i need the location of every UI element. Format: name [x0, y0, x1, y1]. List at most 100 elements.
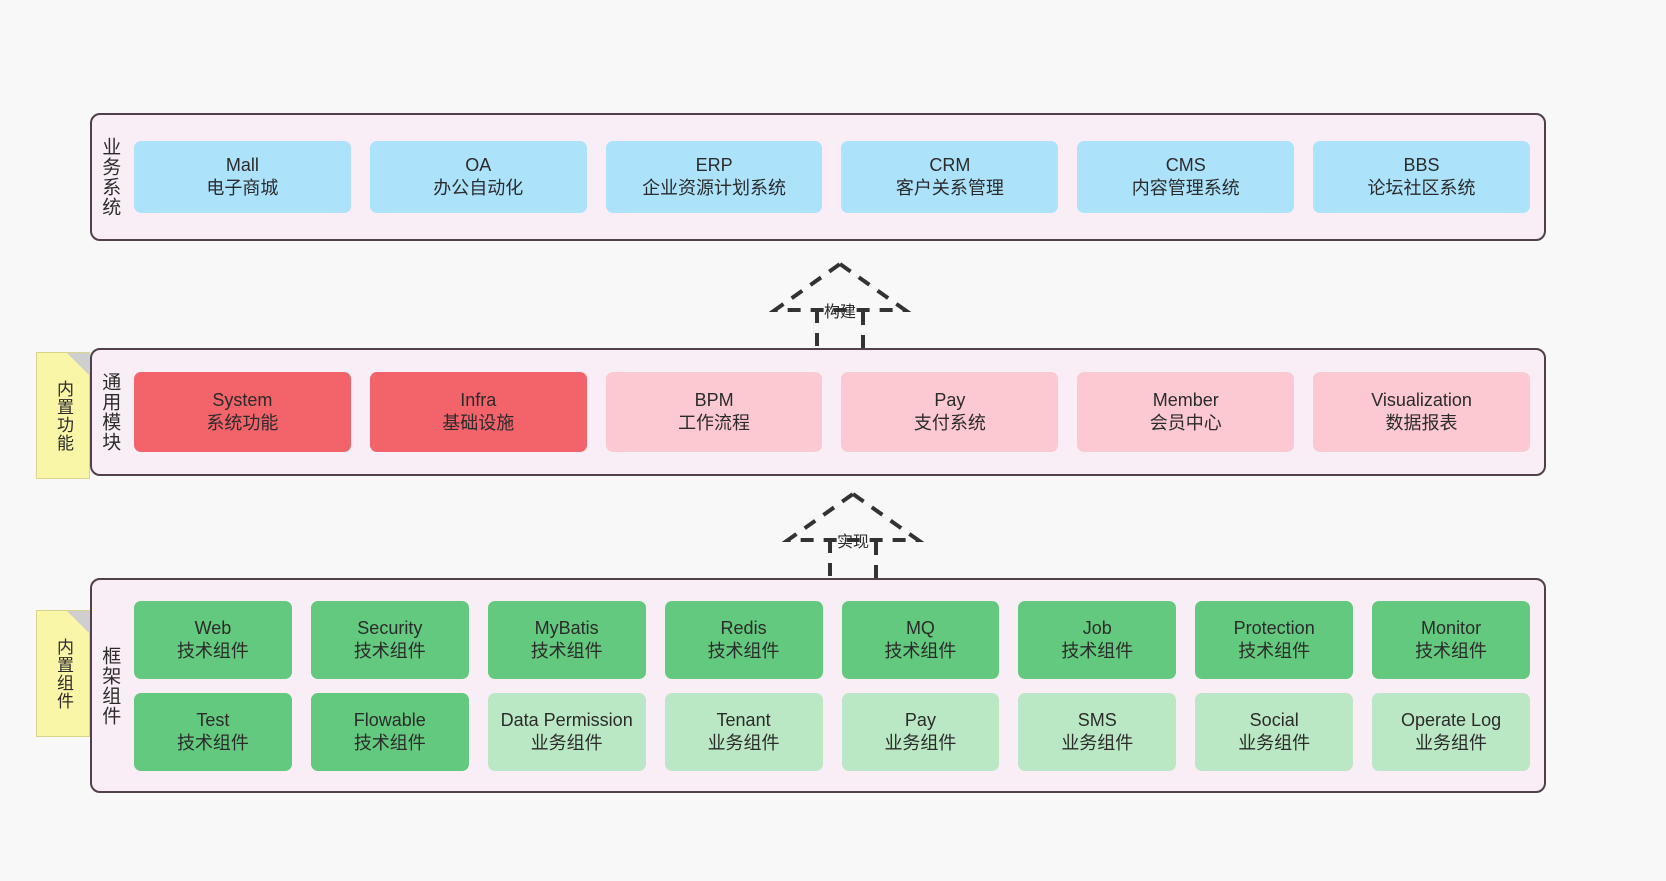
card-subtitle: 论坛社区系统: [1367, 178, 1476, 198]
card-title: SMS: [1077, 709, 1117, 730]
card-title: Social: [1249, 709, 1299, 730]
card-title: Pay: [904, 709, 936, 730]
card-subtitle: 基础设施: [442, 413, 515, 433]
card-title: Operate Log: [1401, 709, 1502, 730]
card-monitor[interactable]: Monitor 技术组件: [1372, 600, 1530, 679]
card-subtitle: 业务组件: [884, 732, 957, 753]
card-system[interactable]: System 系统功能: [134, 372, 351, 452]
card-web[interactable]: Web 技术组件: [134, 600, 292, 679]
card-title: CMS: [1165, 155, 1206, 176]
card-subtitle: 数据报表: [1385, 413, 1458, 433]
card-subtitle: 系统功能: [206, 413, 279, 433]
layer-row: Web 技术组件 Security 技术组件 MyBatis 技术组件 Redi…: [134, 600, 1530, 679]
card-title: Visualization: [1371, 390, 1472, 411]
card-cms[interactable]: CMS 内容管理系统: [1077, 141, 1295, 213]
card-mybatis[interactable]: MyBatis 技术组件: [487, 600, 646, 679]
card-title: Infra: [460, 390, 497, 411]
card-subtitle: 业务组件: [1238, 732, 1311, 753]
card-subtitle: 技术组件: [1238, 640, 1311, 661]
card-title: Monitor: [1421, 617, 1482, 638]
layer-body-business-systems: Mall 电子商城 OA 办公自动化 ERP 企业资源计划系统 CRM 客户关系…: [126, 115, 1544, 239]
card-crm[interactable]: CRM 客户关系管理: [841, 141, 1059, 213]
card-pay-business[interactable]: Pay 业务组件: [841, 692, 1000, 771]
card-subtitle: 业务组件: [707, 732, 780, 753]
card-subtitle: 技术组件: [176, 640, 249, 661]
card-title: Member: [1152, 390, 1219, 411]
card-subtitle: 技术组件: [176, 732, 249, 753]
card-visualization[interactable]: Visualization 数据报表: [1313, 372, 1530, 452]
layer-row: Test 技术组件 Flowable 技术组件 Data Permission …: [134, 692, 1530, 771]
card-title: Test: [196, 709, 230, 730]
card-subtitle: 内容管理系统: [1131, 178, 1240, 198]
card-subtitle: 技术组件: [530, 640, 603, 661]
card-subtitle: 办公自动化: [433, 178, 524, 198]
card-title: ERP: [695, 155, 733, 176]
card-title: BPM: [694, 390, 734, 411]
card-erp[interactable]: ERP 企业资源计划系统: [605, 141, 823, 213]
card-title: Pay: [934, 390, 966, 411]
connector-build-generalization-icon: 构建: [755, 258, 925, 356]
card-title: System: [212, 390, 273, 411]
card-member[interactable]: Member 会员中心: [1077, 372, 1295, 452]
card-redis[interactable]: Redis 技术组件: [664, 600, 823, 679]
card-data-permission[interactable]: Data Permission 业务组件: [487, 692, 646, 771]
card-title: CRM: [929, 155, 971, 176]
note-builtin-component: 内置组件: [36, 610, 90, 737]
card-subtitle: 业务组件: [530, 732, 603, 753]
card-operate-log[interactable]: Operate Log 业务组件: [1372, 692, 1530, 771]
card-title: OA: [465, 155, 492, 176]
card-subtitle: 技术组件: [884, 640, 957, 661]
layer-title-framework-components: 框架组件: [99, 645, 121, 726]
card-title: Web: [194, 617, 232, 638]
layer-business-systems: 业务系统 Mall 电子商城 OA 办公自动化 ERP 企业资源计划系统 CRM…: [90, 113, 1546, 241]
layer-common-modules: 通用模块 System 系统功能 Infra 基础设施 BPM 工作流程 Pay…: [90, 348, 1546, 476]
note-builtin-function: 内置功能: [36, 352, 90, 479]
card-title: Mall: [225, 155, 259, 176]
card-mall[interactable]: Mall 电子商城: [134, 141, 351, 213]
card-title: Data Permission: [500, 709, 633, 730]
card-subtitle: 技术组件: [353, 640, 426, 661]
card-security[interactable]: Security 技术组件: [310, 600, 469, 679]
card-title: Security: [357, 617, 423, 638]
card-subtitle: 支付系统: [913, 413, 986, 433]
card-tenant[interactable]: Tenant 业务组件: [664, 692, 823, 771]
card-subtitle: 技术组件: [707, 640, 780, 661]
card-title: MQ: [905, 617, 935, 638]
card-title: Tenant: [716, 709, 771, 730]
card-title: MyBatis: [534, 617, 599, 638]
card-subtitle: 业务组件: [1415, 732, 1488, 753]
card-subtitle: 技术组件: [353, 732, 426, 753]
layer-title-business-systems: 业务系统: [99, 137, 121, 217]
layer-title-common-modules: 通用模块: [99, 372, 121, 452]
card-subtitle: 业务组件: [1061, 732, 1134, 753]
card-subtitle: 工作流程: [678, 413, 751, 433]
card-social[interactable]: Social 业务组件: [1195, 692, 1354, 771]
card-pay[interactable]: Pay 支付系统: [841, 372, 1059, 452]
card-infra[interactable]: Infra 基础设施: [369, 372, 587, 452]
layer-row: Mall 电子商城 OA 办公自动化 ERP 企业资源计划系统 CRM 客户关系…: [134, 141, 1530, 213]
card-title: Redis: [720, 617, 767, 638]
card-mq[interactable]: MQ 技术组件: [841, 600, 1000, 679]
card-subtitle: 电子商城: [206, 178, 279, 198]
layer-framework-components: 框架组件 Web 技术组件 Security 技术组件 MyBatis 技术组件…: [90, 578, 1546, 793]
card-title: Flowable: [353, 709, 426, 730]
layer-body-framework-components: Web 技术组件 Security 技术组件 MyBatis 技术组件 Redi…: [126, 580, 1544, 791]
card-test[interactable]: Test 技术组件: [134, 692, 292, 771]
card-bbs[interactable]: BBS 论坛社区系统: [1313, 141, 1530, 213]
card-title: Protection: [1233, 617, 1315, 638]
card-oa[interactable]: OA 办公自动化: [369, 141, 587, 213]
note-label: 内置功能: [54, 379, 74, 452]
card-job[interactable]: Job 技术组件: [1018, 600, 1177, 679]
card-subtitle: 技术组件: [1061, 640, 1134, 661]
note-label: 内置组件: [54, 637, 74, 710]
card-sms[interactable]: SMS 业务组件: [1018, 692, 1177, 771]
card-title: BBS: [1403, 155, 1440, 176]
card-bpm[interactable]: BPM 工作流程: [605, 372, 823, 452]
layer-row: System 系统功能 Infra 基础设施 BPM 工作流程 Pay 支付系统…: [134, 372, 1530, 452]
card-flowable[interactable]: Flowable 技术组件: [310, 692, 469, 771]
connector-implement-generalization-icon: 实现: [768, 488, 938, 586]
card-subtitle: 企业资源计划系统: [642, 178, 787, 198]
card-protection[interactable]: Protection 技术组件: [1195, 600, 1354, 679]
card-subtitle: 技术组件: [1415, 640, 1488, 661]
